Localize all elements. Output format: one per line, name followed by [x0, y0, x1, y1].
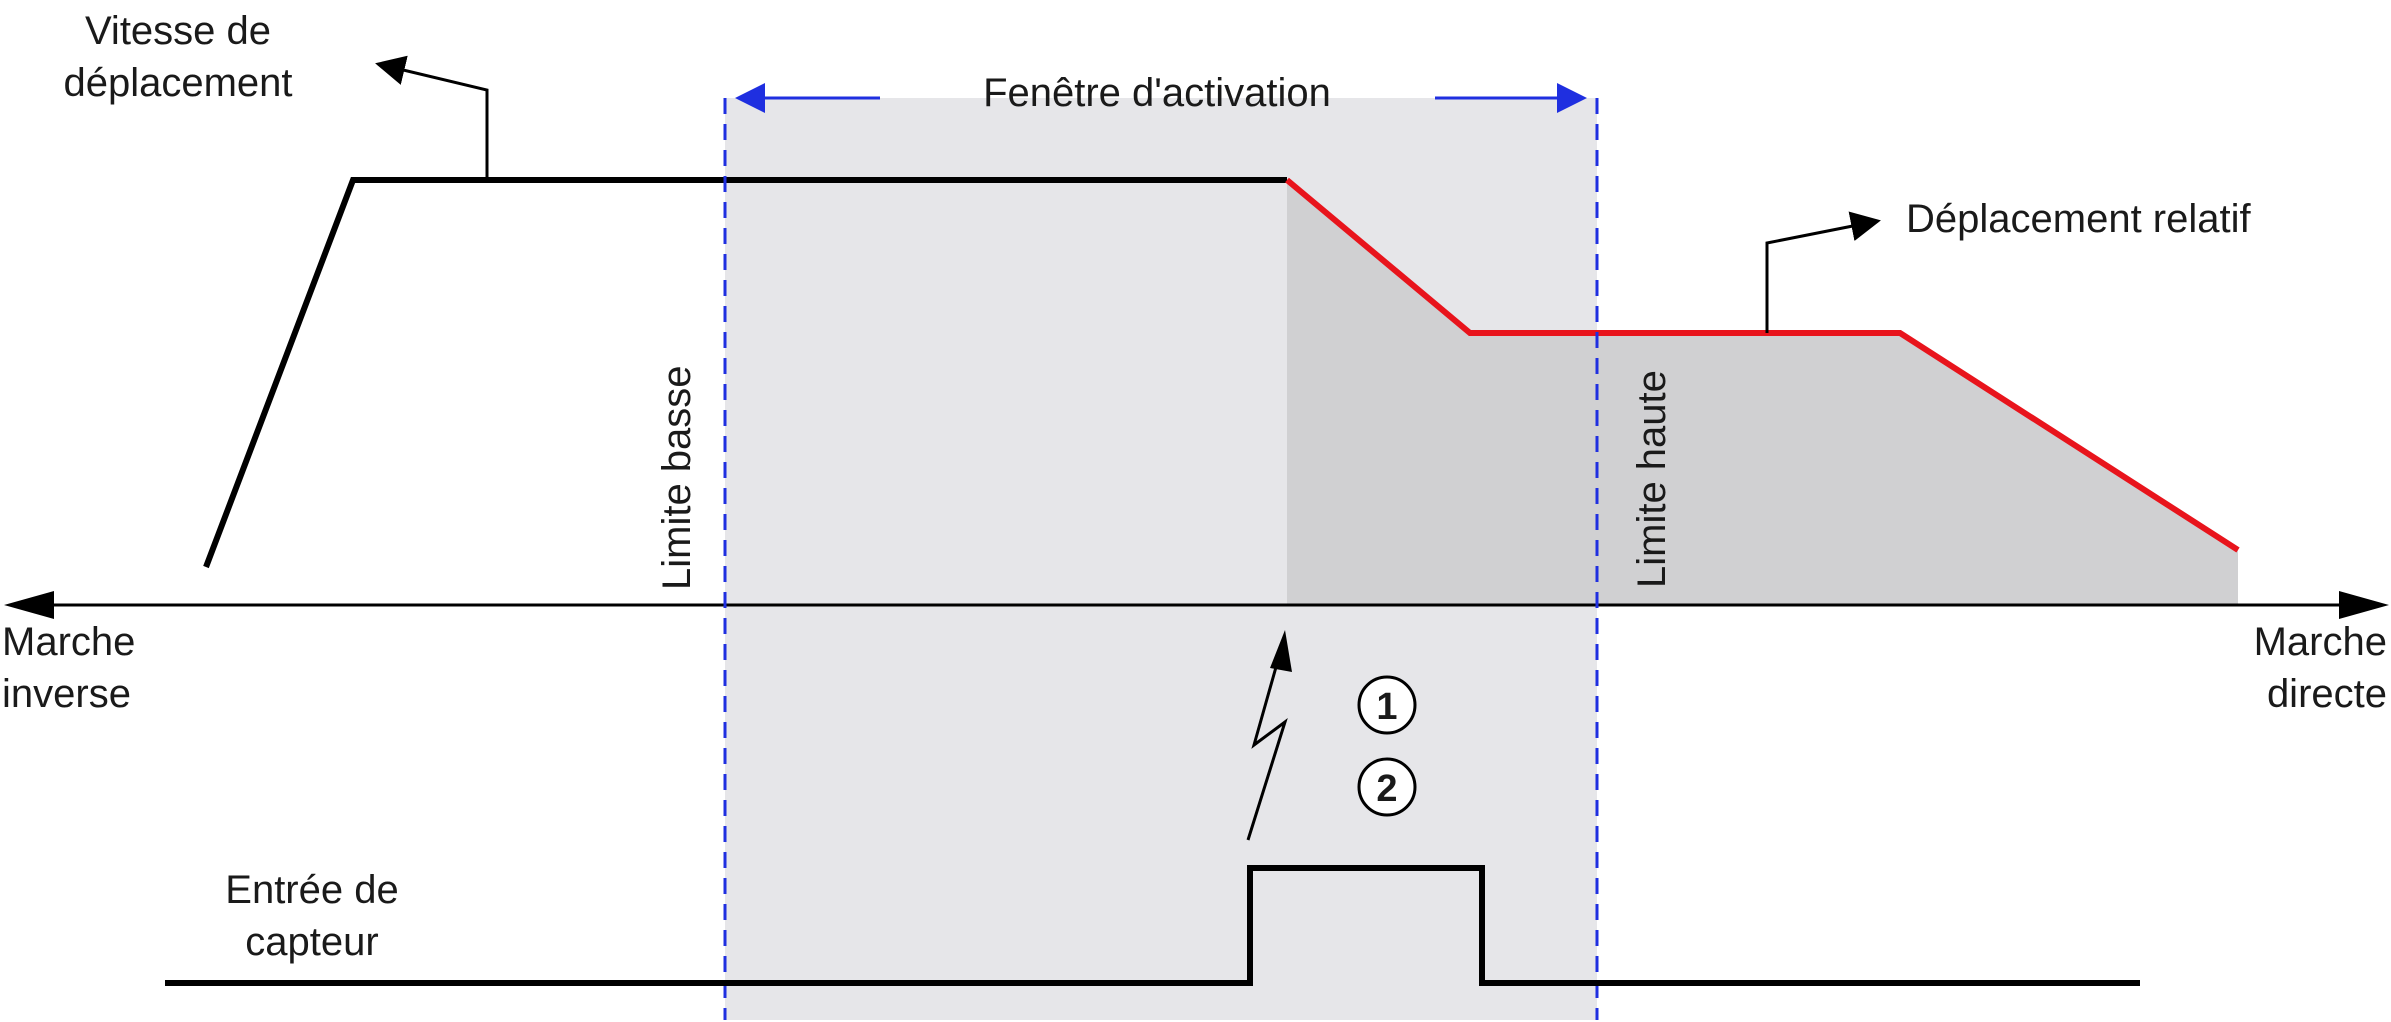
reverse-label-line2: inverse — [2, 672, 131, 716]
activation-window-label: Fenêtre d'activation — [983, 71, 1331, 115]
relative-move-label: Déplacement relatif — [1906, 197, 2251, 241]
reverse-arrowhead — [4, 591, 54, 619]
marker-1-label: 1 — [1376, 686, 1397, 728]
sensor-signal — [165, 865, 2140, 986]
forward-label-line1: Marche — [2254, 620, 2387, 664]
trigger-lightning-arrow — [1246, 659, 1288, 841]
sensor-label-line1: Entrée de — [225, 868, 398, 912]
sensor-label-line2: capteur — [245, 920, 378, 964]
marker-1-circle — [1357, 675, 1417, 735]
trigger-arrowhead — [1270, 630, 1292, 672]
relative-callout-line — [1765, 211, 1881, 333]
speed-callout-line — [375, 55, 489, 180]
speed-label-line1: Vitesse de — [85, 9, 271, 53]
reverse-label-line1: Marche — [2, 620, 135, 664]
marker-2-circle — [1357, 757, 1417, 817]
forward-label-line2: directe — [2267, 672, 2387, 716]
relative-move-area — [1287, 180, 2238, 605]
speed-label-line2: déplacement — [63, 61, 292, 105]
forward-arrowhead — [2339, 591, 2389, 619]
speed-profile-relative — [1285, 177, 2240, 553]
speed-profile-main — [203, 177, 1287, 569]
marker-2-label: 2 — [1376, 768, 1397, 810]
upper-limit-label: Limite haute — [1630, 370, 1674, 588]
lower-limit-label: Limite basse — [655, 365, 699, 590]
